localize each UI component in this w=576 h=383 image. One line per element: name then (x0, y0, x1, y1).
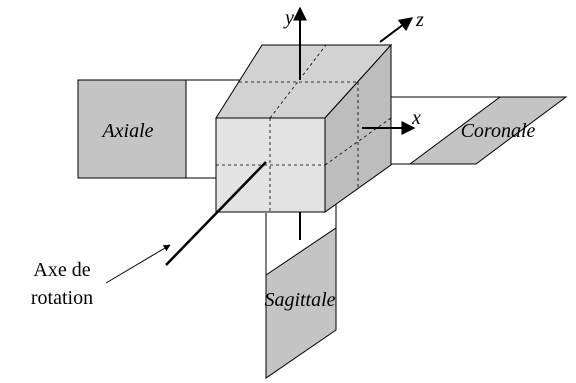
axes: y x z (165, 6, 424, 266)
rotation-axis-label-line2: rotation (31, 287, 93, 309)
coronal-plane-shape (408, 96, 568, 165)
axial-plane: Axiale (77, 79, 262, 179)
sagittal-plane-shape (265, 227, 337, 379)
sagittal-label: Sagittale (264, 289, 335, 311)
coronal-label: Coronale (461, 120, 536, 142)
cube-midlines (216, 44, 392, 212)
y-axis-label: y (283, 7, 294, 29)
sagittal-plane: Sagittale (264, 200, 337, 379)
z-axis-label: z (415, 9, 424, 31)
rotation-axis-callout: Axe de rotation (31, 244, 171, 309)
coronal-plane: Coronale (390, 96, 568, 165)
rotation-axis-line (165, 161, 267, 266)
axial-plane-rect (77, 79, 187, 179)
x-axis-label: x (411, 107, 421, 129)
z-axis-arrow (379, 17, 414, 43)
axial-label: Axiale (100, 120, 153, 142)
rotation-axis-label-line1: Axe de (33, 259, 90, 281)
rotation-axis-pointer (105, 244, 171, 284)
cube (215, 43, 393, 213)
